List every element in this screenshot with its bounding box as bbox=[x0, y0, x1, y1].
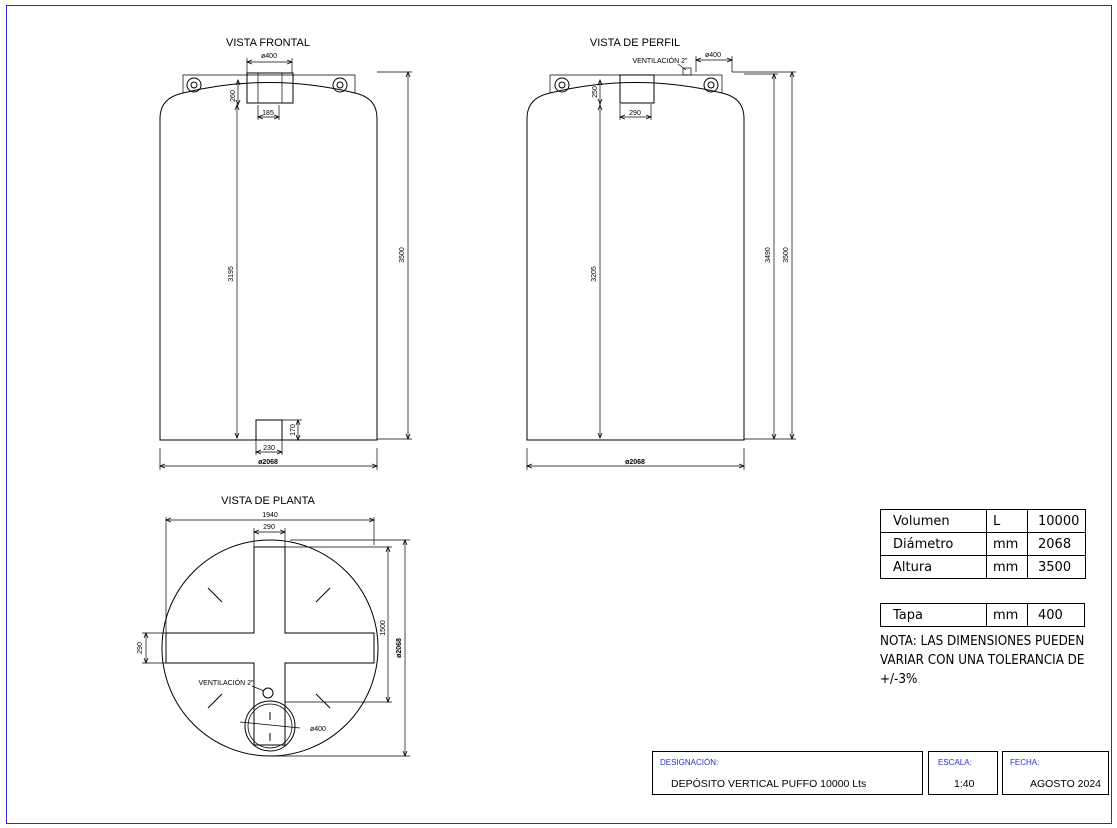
spec-label: Tapa bbox=[880, 603, 987, 627]
profile-lug-left bbox=[554, 77, 570, 93]
designation-value: DEPÓSITO VERTICAL PUFFO 10000 Lts bbox=[671, 778, 867, 790]
spec-unit: mm bbox=[986, 555, 1028, 579]
plan-diameter-dim: ø2068 bbox=[396, 638, 403, 658]
profile-vent bbox=[682, 67, 692, 76]
plan-side-dim: 290 bbox=[137, 642, 144, 654]
spec-unit: mm bbox=[986, 603, 1028, 627]
spec-label: Altura bbox=[880, 555, 987, 579]
profile-lid bbox=[619, 74, 655, 104]
profile-height-inner-dim: 3205 bbox=[591, 266, 598, 282]
front-top-band bbox=[182, 74, 356, 93]
spec-row: Altura mm 3500 bbox=[880, 555, 1087, 579]
plan-slot bbox=[315, 587, 331, 603]
front-tank-outline bbox=[159, 82, 378, 441]
front-outlet-height-dim: 170 bbox=[290, 424, 297, 436]
front-view: VISTA FRONTAL ø400 260 185 bbox=[160, 37, 412, 470]
front-lug-right bbox=[332, 77, 348, 93]
date-label: FECHA: bbox=[1010, 758, 1040, 767]
spec-label: Volumen bbox=[880, 509, 987, 533]
designation-label: DESIGNACIÓN: bbox=[660, 758, 719, 767]
front-height-total-dim: 3500 bbox=[399, 247, 406, 263]
profile-top-offset-dim: 250 bbox=[592, 86, 599, 98]
plan-lid bbox=[244, 700, 296, 752]
plan-view: VISTA DE PLANTA ø400 VENTILACIÓN 2" bbox=[137, 495, 410, 756]
date-value: AGOSTO 2024 bbox=[1030, 778, 1102, 790]
front-view-title: VISTA FRONTAL bbox=[226, 37, 310, 49]
profile-vent-label: VENTILACIÓN 2" bbox=[633, 56, 689, 65]
spec-row: Diámetro mm 2068 bbox=[880, 532, 1087, 556]
scale-label: ESCALA: bbox=[938, 758, 972, 767]
spec-unit: L bbox=[986, 509, 1028, 533]
spec-value: 2068 bbox=[1026, 532, 1087, 556]
plan-slot bbox=[207, 587, 223, 603]
spec-value: 10000 bbox=[1026, 509, 1087, 533]
profile-inner-width-dim: 290 bbox=[629, 110, 641, 117]
spec-value: 400 bbox=[1027, 603, 1085, 627]
plan-width-total-dim: 1940 bbox=[262, 512, 278, 519]
plan-width-inner-dim: 290 bbox=[263, 524, 275, 531]
plan-tank-circle bbox=[161, 539, 379, 757]
sheet-border bbox=[6, 5, 1112, 824]
plan-slot bbox=[315, 693, 331, 709]
plan-lid-dim: ø400 bbox=[310, 726, 326, 733]
spec-value: 3500 bbox=[1026, 555, 1087, 579]
plan-length-dim: 1500 bbox=[380, 620, 387, 636]
tolerance-note: NOTA: LAS DIMENSIONES PUEDEN VARIAR CON … bbox=[880, 634, 1085, 687]
profile-height-total-dim: 3500 bbox=[783, 247, 790, 263]
front-outlet-width-dim: 230 bbox=[263, 445, 275, 452]
spec-row: Tapa mm 400 bbox=[880, 603, 1085, 627]
profile-lug-right bbox=[703, 77, 719, 93]
front-diameter-dim: ø2068 bbox=[258, 459, 278, 466]
profile-view: VISTA DE PERFIL VENTILACIÓN 2" ø400 250 bbox=[527, 37, 796, 470]
front-lid bbox=[246, 72, 294, 104]
scale-value: 1:40 bbox=[954, 778, 975, 790]
profile-height-body-dim: 3490 bbox=[765, 247, 772, 263]
designation-box: DESIGNACIÓN: DEPÓSITO VERTICAL PUFFO 100… bbox=[652, 751, 923, 795]
plan-vent-label: VENTILACIÓN 2" bbox=[199, 678, 255, 687]
spec-label: Diámetro bbox=[880, 532, 987, 556]
spec-table: Volumen L 10000 Diámetro mm 2068 Altura … bbox=[880, 509, 1087, 579]
profile-lid-dim: ø400 bbox=[705, 52, 721, 59]
front-lid-dim: ø400 bbox=[261, 53, 277, 60]
front-height-inner-dim: 3195 bbox=[228, 266, 235, 282]
lid-spec-table: Tapa mm 400 bbox=[880, 603, 1085, 627]
plan-vent bbox=[262, 687, 274, 699]
spec-unit: mm bbox=[986, 532, 1028, 556]
profile-diameter-dim: ø2068 bbox=[625, 459, 645, 466]
front-lug-left bbox=[186, 77, 202, 93]
scale-box: ESCALA: 1:40 bbox=[928, 751, 998, 795]
plan-slot bbox=[207, 693, 223, 709]
date-box: FECHA: AGOSTO 2024 bbox=[1002, 751, 1109, 795]
front-inner-width-dim: 185 bbox=[262, 110, 274, 117]
profile-top-band bbox=[549, 74, 723, 93]
front-outlet bbox=[255, 419, 283, 441]
plan-view-title: VISTA DE PLANTA bbox=[221, 495, 315, 507]
profile-tank-outline bbox=[526, 82, 745, 441]
profile-view-title: VISTA DE PERFIL bbox=[590, 37, 680, 49]
spec-row: Volumen L 10000 bbox=[880, 509, 1087, 533]
front-top-offset-dim: 260 bbox=[230, 90, 237, 102]
